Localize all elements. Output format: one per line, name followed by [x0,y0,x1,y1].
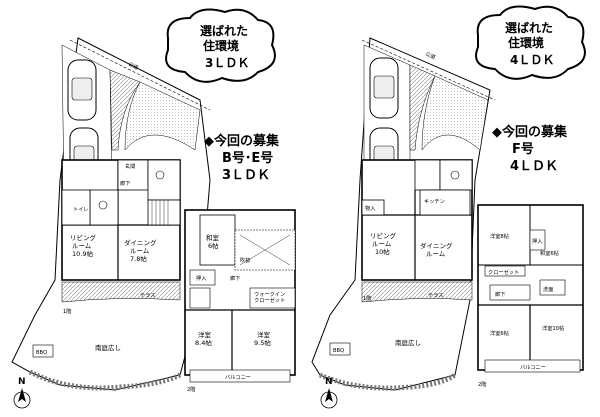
left-bbq-label: BBQ [36,350,47,356]
svg-text:N: N [18,377,26,387]
right-site-boundary [311,37,491,391]
left-recruit-line3: 3ＬＤＫ [222,168,270,183]
right-corridor-label: 廊下 [495,290,505,298]
left-road-label: 公道 [127,60,140,72]
right-recruit: ◆今回の募集 F号 4ＬＤＫ [492,124,568,174]
left-entrance-label: 玄関 [125,162,135,170]
left-garden-hedge [28,369,182,391]
right-garden-label: 南庭広し [395,338,421,347]
left-wic-label: ウォークインクローゼット [254,290,285,304]
right-badge-line2: 住環境 [508,35,544,50]
left-compass-icon: N [13,377,31,409]
left-badge-line3: 3ＬＤＫ [205,56,249,70]
left-corridor-label: 廊下 [120,179,130,187]
left-terrace [61,281,181,303]
left-badge: 選ばれた 住環境 3ＬＤＫ [165,8,276,83]
right-road-line [361,39,496,101]
right-recruit-line2: F号 [512,142,534,157]
right-western2-label: 洋室6帖 [490,329,509,337]
right-closet2-label: クローゼット [488,268,519,276]
left-1f-label: 1階 [63,307,72,315]
right-terrace-label: テラス [428,292,443,299]
right-wash-label: 洗面 [543,285,553,293]
right-car-icon-1 [369,57,399,119]
right-2f-label: 2階 [478,380,487,388]
right-dining-label: ダイニングルーム [420,241,453,258]
left-recruit-line1: ◆今回の募集 [204,133,280,149]
right-western3-label: 洋室10帖 [542,324,564,332]
left-2f-label: 2階 [187,385,196,393]
right-badge-line1: 選ばれた [505,20,553,35]
left-stairs-1f [147,199,181,226]
right-storage-label: 物入 [365,204,375,212]
left-balcony-label: バルコニー [225,374,251,381]
left-corridor2-label: 廊下 [230,274,240,282]
right-terrace [361,281,473,303]
left-plan: 公道 [11,8,296,409]
right-landscape [421,75,489,151]
left-recruit-line2: B号･E号 [222,151,273,166]
right-garden-hedge [319,372,457,391]
left-car-icon-1 [67,59,97,121]
left-closet-label: 押入 [196,274,206,282]
right-bbq-label: BBQ [333,348,344,354]
left-landscape [124,81,201,151]
left-driveway [109,69,141,151]
right-badge-line3: 4ＬＤＫ [510,53,554,67]
left-atrium-label: 吹抜 [240,256,251,264]
right-badge: 選ばれた 住環境 4ＬＤＫ [475,5,586,80]
svg-text:N: N [325,377,333,387]
left-terrace-label: テラス [140,292,155,299]
left-recruit: ◆今回の募集 B号･E号 3ＬＤＫ [204,133,280,183]
right-closet-label: 押入 [532,237,542,245]
right-1f-label: 1階 [363,294,372,302]
left-badge-line2: 住環境 [203,38,239,53]
right-recruit-line3: 4ＬＤＫ [510,159,558,174]
left-toilet-label: トイレ [73,207,89,213]
right-balcony-label: バルコニー [520,364,546,371]
left-badge-line1: 選ばれた [200,23,248,38]
right-road-label: 公道 [424,50,437,62]
right-washitsu-label: 和室6帖 [540,249,559,257]
left-garden-label: 南庭広し [95,343,121,352]
left-road-line [69,39,211,111]
right-western1-label: 洋室8帖 [490,232,509,240]
right-recruit-line1: ◆今回の募集 [492,124,568,140]
right-kitchen-label: キッチン [424,198,445,205]
right-compass-icon: N [320,377,338,409]
